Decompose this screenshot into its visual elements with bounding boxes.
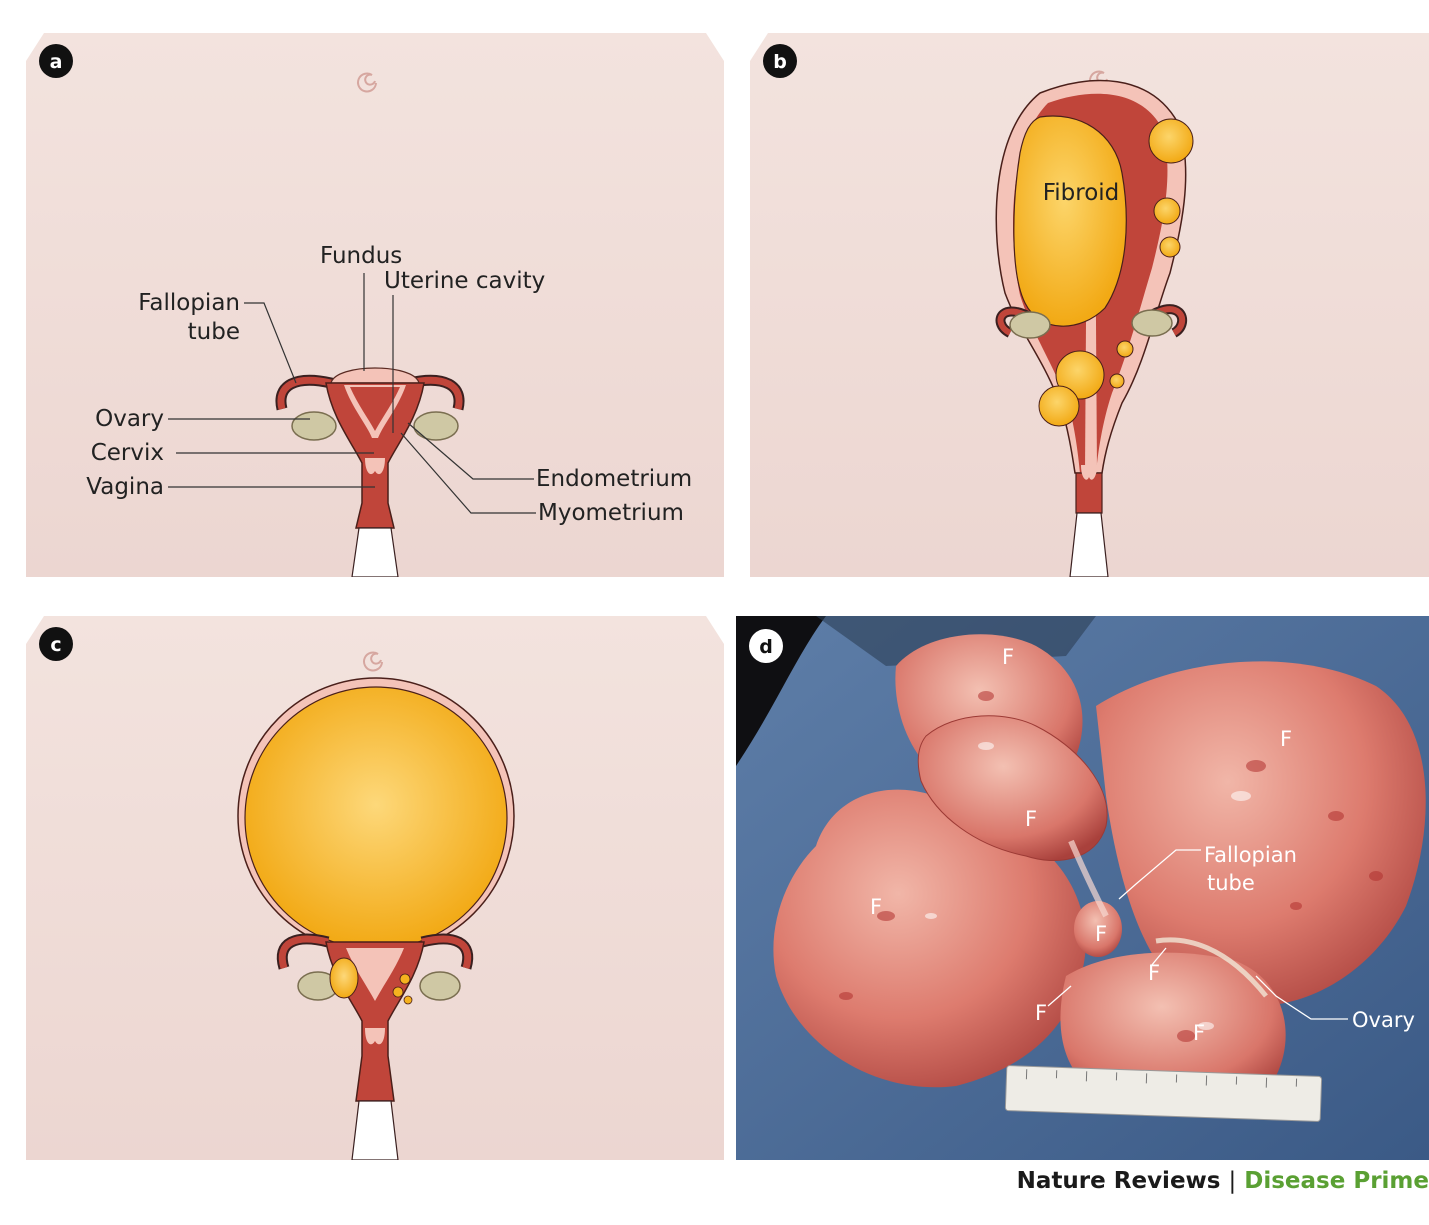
cervix-vagina — [1076, 473, 1102, 513]
panel-letter: d — [759, 636, 773, 658]
fibroid-marker: F — [1148, 961, 1160, 985]
panel-letter: b — [773, 51, 787, 73]
left-ovary — [292, 412, 336, 440]
fibroid-marker: F — [1035, 1001, 1047, 1025]
panel-letter: a — [50, 51, 63, 73]
fibroid-marker: F — [1002, 645, 1014, 669]
small-fibroid — [1160, 237, 1180, 257]
label-fallopian-tube-line2: tube — [1207, 871, 1255, 895]
label-myometrium: Myometrium — [538, 500, 684, 526]
small-fibroid — [1117, 341, 1133, 357]
panel-c-illustration: c — [26, 616, 724, 1160]
panel-a-illustration: a Fundus Uterine cavity — [26, 33, 724, 577]
footer-separator: | — [1229, 1168, 1237, 1194]
fibroid-marker: F — [870, 895, 882, 919]
label-uterine-cavity: Uterine cavity — [384, 268, 545, 294]
speculum — [1070, 513, 1108, 577]
label-fibroid: Fibroid — [1043, 180, 1120, 206]
label-fallopian-tube-line1: Fallopian — [138, 290, 240, 316]
giant-fibroid — [245, 687, 507, 949]
panel-c: c — [26, 616, 724, 1160]
speculum — [352, 528, 398, 577]
small-fibroid — [393, 987, 403, 997]
series-name: Disease Prime — [1244, 1168, 1429, 1194]
speculum — [352, 1101, 398, 1160]
small-fibroid — [1149, 119, 1193, 163]
small-fibroid — [330, 958, 358, 998]
large-intramural-fibroid — [1014, 116, 1126, 326]
label-ovary: Ovary — [1352, 1008, 1415, 1032]
fibroid-marker: F — [1280, 727, 1292, 751]
fibroid-marker: F — [1095, 922, 1107, 946]
publication-name: Nature Reviews — [1017, 1168, 1221, 1194]
label-fallopian-tube-line1: Fallopian — [1204, 843, 1297, 867]
panel-letter: c — [50, 634, 61, 656]
label-fundus: Fundus — [320, 243, 402, 269]
panel-b: b Fibroid — [750, 33, 1429, 577]
journal-footer: Nature Reviews | Disease Prime — [829, 1168, 1429, 1208]
label-cervix: Cervix — [91, 440, 164, 466]
right-ovary — [420, 972, 460, 1000]
right-ovary — [1132, 310, 1172, 336]
small-fibroid — [1154, 198, 1180, 224]
fibroid-marker: F — [1193, 1021, 1205, 1045]
panel-a: a Fundus Uterine cavity — [26, 33, 724, 577]
panel-d: d F F F F F F F F Fallopian tube Ovary — [736, 616, 1429, 1160]
right-ovary — [414, 412, 458, 440]
label-vagina: Vagina — [86, 474, 164, 500]
label-endometrium: Endometrium — [536, 466, 692, 492]
panel-b-illustration: b Fibroid — [750, 33, 1429, 577]
small-fibroid — [1110, 374, 1124, 388]
left-ovary — [1010, 312, 1050, 338]
small-fibroid — [404, 996, 412, 1004]
label-fallopian-tube-line2: tube — [188, 319, 240, 345]
label-ovary: Ovary — [95, 406, 164, 432]
surgical-specimen-photo: d F F F F F F F F Fallopian tube Ovary — [736, 616, 1429, 1160]
subserosal-fibroid — [1039, 386, 1079, 426]
fibroid-marker: F — [1025, 807, 1037, 831]
small-fibroid — [400, 974, 410, 984]
